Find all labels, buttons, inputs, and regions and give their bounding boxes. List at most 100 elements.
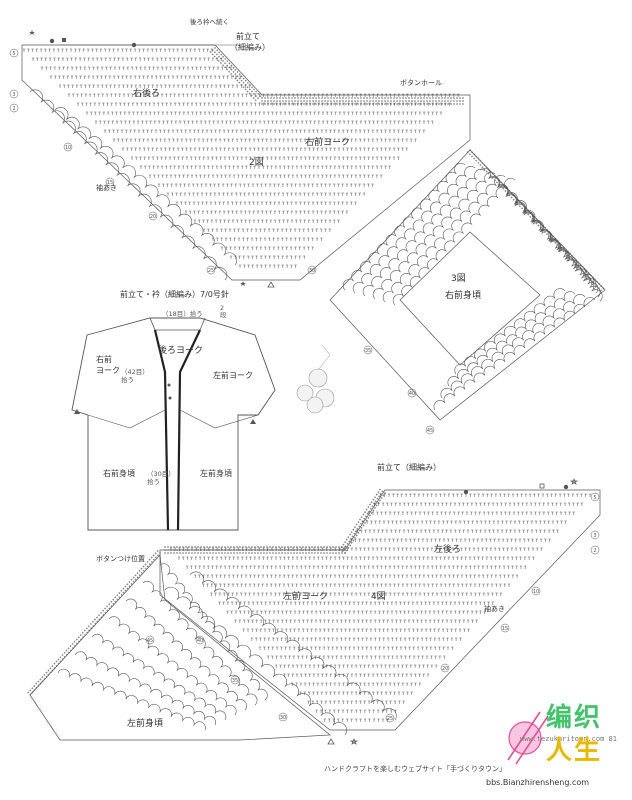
yoke-stitch-rows-bottom [226,610,486,614]
yoke-stitch-rows-bottom [258,646,454,650]
left-front-body-label: 左前身頃 [127,719,164,729]
pickup-18-label: （18目）拾う [162,310,203,318]
placket-sc-top [209,47,262,102]
logo-line-2: 人生 [546,736,603,766]
left-body-scallop [125,598,247,711]
top-scallop-outer [29,89,228,281]
row-number-text: 45 [427,428,433,434]
front-body-scallop [506,192,601,298]
yoke-stitch-rows [121,147,408,151]
back-neck-line [149,317,206,331]
yoke-stitch-rows-bottom [185,565,527,569]
left-front-body-outline [29,554,331,741]
marker-star [29,30,35,35]
row-number-circle [9,103,19,113]
yoke-stitch-rows-bottom [234,619,478,623]
yoke-stitch-rows [139,165,391,169]
right-yoke-outline [21,44,471,281]
marker-dot [49,38,55,44]
left-front-body-overview: 左前身頃 [200,469,232,478]
page-url-bottom-text: www.tezukuritown.com [520,735,605,743]
yoke-stitch-rows [22,48,214,52]
pickup-30-label: （30目） 拾う [147,470,175,487]
button-dot [167,383,171,387]
row-number-circle [278,712,288,722]
row-number-text: 10 [65,145,71,151]
row-number-circle [307,265,317,275]
yoke-stitch-rows [67,93,460,97]
yoke-stitch-rows [238,264,297,268]
yoke-stitch-rows-bottom [266,655,446,659]
yoke-stitch-rows-bottom [218,601,494,605]
yoke-stitch-rows-bottom [169,547,543,551]
yoke-stitch-rows [193,219,340,223]
marker-triangle [250,419,256,424]
yoke-stitch-rows [85,111,443,115]
yoke-stitch-rows [112,138,417,142]
right-front-body-overview: 右前身頃 [103,469,135,478]
cardigan-outline [71,317,276,531]
row-number-circle [206,265,216,275]
row-number-circle [531,586,541,596]
yoke-stitch-rows [157,183,374,187]
row-number-text: 20 [442,666,448,672]
yoke-stitch-rows-bottom [177,556,535,560]
front-body-scallop [362,169,486,297]
row-number-circle [440,663,450,673]
row-number-circle [385,713,395,723]
logo-needle [515,715,549,765]
yoke-stitch-rows-bottom [202,583,511,587]
row-number-text: 45 [147,638,153,644]
yoke-stitch-rows [40,66,233,70]
left-body-scallop [159,563,268,701]
yoke-stitch-rows-bottom [291,682,422,686]
row-number-circle [9,48,19,58]
yoke-stitch-rows-bottom [307,700,405,704]
front-body-scallop [447,291,576,387]
marker-dot [463,489,469,495]
marker-dot [563,484,569,490]
row-number-text: 10 [533,589,539,595]
left-body-scallop [57,668,206,731]
back-yoke-label: 後ろヨーク [158,346,204,356]
yoke-stitch-rows [211,237,323,241]
marker-triangle [74,409,80,414]
marker-triangle [267,281,275,288]
row-number-circle [363,345,373,355]
right-back-label: 右後ろ [133,89,161,99]
yoke-stitch-rows-bottom [373,502,584,506]
yoke-stitch-rows-bottom [379,493,592,497]
front-body-scallop [342,163,466,291]
row-number-circle [195,635,205,645]
front-body-scallop [382,175,506,303]
placket-right [176,329,201,531]
yoke-stitch-rows [130,156,400,160]
marker-star [349,738,359,745]
placket-sc-bottom [339,488,386,554]
figure-4-label: 4図 [371,592,386,602]
row-number-circle [63,142,73,152]
front-body-scallop [372,172,496,300]
front-body-scallop [392,178,516,306]
figure-3-label: 3図 [451,274,466,284]
yoke-stitch-rows [103,129,426,133]
rows-label: 2 段 [220,304,227,320]
row-number-circle [145,635,155,645]
front-body-scallop [515,200,603,302]
yoke-stitch-rows-bottom [355,529,559,533]
yarn-ball-icon [308,368,328,388]
button-band [27,550,161,696]
left-body-scallop [74,651,216,726]
logo-subtitle: bbs.Bianzhirensheng.com [486,778,590,787]
top-sleeve-label: 袖あき [96,184,117,192]
yoke-stitch-rows-bottom [194,574,519,578]
front-body-scallop [352,166,476,294]
row-number-text: 25 [208,268,214,274]
yoke-stitch-rows [31,57,223,61]
top-placket-label: 前立て [236,32,260,41]
front-body-scallop [440,294,586,399]
row-number-circle [500,623,510,633]
front-body-scallop [433,297,596,411]
yarn-strand [317,344,331,371]
